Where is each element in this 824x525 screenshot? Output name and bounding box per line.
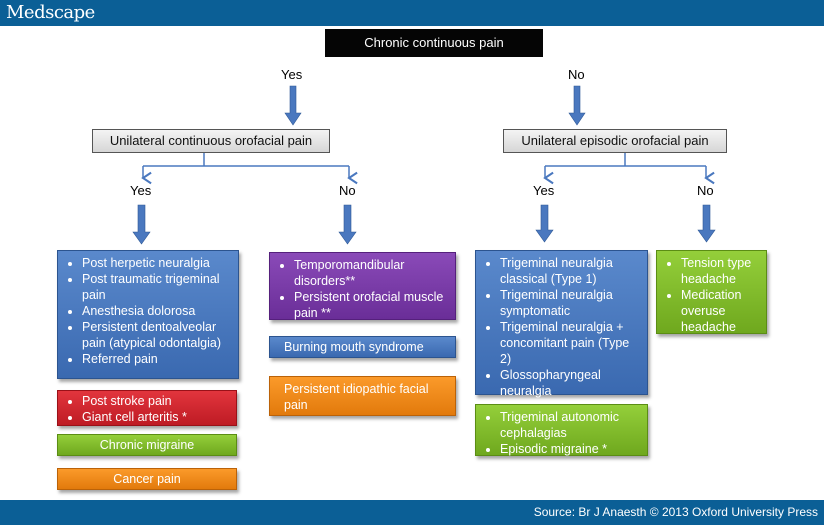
box-burning-mouth: Burning mouth syndrome [269,336,456,358]
list-left-neuropathic: Post herpetic neuralgia Post traumatic t… [58,251,238,371]
list-item: Medication overuse headache [681,287,760,335]
list-item: Post stroke pain [82,393,230,409]
arrow-left-yes [132,204,151,245]
node-unilateral-episodic-label: Unilateral episodic orofacial pain [521,133,709,148]
chronic-migraine-label: Chronic migraine [99,438,195,452]
box-temporomandibular: Temporomandibular disorders** Persistent… [269,252,456,320]
list-item: Glossopharyngeal neuralgia [500,367,641,399]
box-trigeminal-autonomic: Trigeminal autonomic cephalagias Episodi… [475,404,648,456]
burning-mouth-label: Burning mouth syndrome [284,340,424,354]
splitter-left [141,153,358,185]
label-left-no: No [339,183,356,198]
box-chronic-migraine: Chronic migraine [57,434,237,456]
list-item: Persistent dentoalveolar pain (atypical … [82,319,232,351]
label-no-top: No [568,67,585,82]
list-item: Episodic migraine * [500,441,641,457]
box-trigeminal-neuralgia: Trigeminal neuralgia classical (Type 1) … [475,250,648,398]
label-yes-top: Yes [281,67,303,82]
box-left-neuropathic: Post herpetic neuralgia Post traumatic t… [57,250,239,379]
box-left-vascular: Post stroke pain Giant cell arteritis * [57,390,237,426]
list-trigeminal: Trigeminal neuralgia classical (Type 1) … [476,251,647,403]
list-item: Temporomandibular disorders** [294,257,449,289]
node-unilateral-continuous: Unilateral continuous orofacial pain [92,129,330,153]
list-item: Post traumatic trigeminal pain [82,271,232,303]
label-right-yes: Yes [533,183,555,198]
top-banner: Medscape [0,0,824,26]
list-item: Giant cell arteritis * [82,409,230,425]
label-left-yes: Yes [130,183,152,198]
box-persistent-idiopathic: Persistent idiopathic facial pain [269,376,456,416]
arrow-right-yes [535,204,554,243]
list-item: Trigeminal neuralgia symptomatic [500,287,641,319]
list-item: Post herpetic neuralgia [82,255,232,271]
list-item: Tension type headache [681,255,760,287]
medscape-logo: Medscape [6,2,95,23]
list-trigeminal-autonomic: Trigeminal autonomic cephalagias Episodi… [476,405,647,461]
arrow-no-top [568,85,586,126]
arrow-right-no [697,204,716,243]
box-tension-type: Tension type headache Medication overuse… [656,250,767,334]
node-unilateral-continuous-label: Unilateral continuous orofacial pain [109,133,313,148]
source-citation: Source: Br J Anaesth © 2013 Oxford Unive… [533,505,818,519]
splitter-right [543,153,715,185]
cancer-pain-label: Cancer pain [113,472,181,486]
list-item: Trigeminal autonomic cephalagias [500,409,641,441]
list-temporomandibular: Temporomandibular disorders** Persistent… [270,253,455,325]
persistent-idiopathic-label: Persistent idiopathic facial pain [284,382,429,412]
node-unilateral-episodic: Unilateral episodic orofacial pain [503,129,727,153]
list-item: Referred pain [82,351,232,367]
list-item: Anesthesia dolorosa [82,303,232,319]
list-item: Trigeminal neuralgia classical (Type 1) [500,255,641,287]
box-cancer-pain: Cancer pain [57,468,237,490]
list-item: Trigeminal neuralgia + concomitant pain … [500,319,641,367]
bottom-banner: Source: Br J Anaesth © 2013 Oxford Unive… [0,500,824,525]
list-tension-type: Tension type headache Medication overuse… [657,251,766,339]
list-left-vascular: Post stroke pain Giant cell arteritis * [58,391,236,429]
label-right-no: No [697,183,714,198]
root-node: Chronic continuous pain [325,29,543,57]
arrow-left-no [338,204,357,245]
arrow-yes-top [284,85,302,126]
root-label: Chronic continuous pain [364,35,504,50]
list-item: Persistent orofacial muscle pain ** [294,289,449,321]
